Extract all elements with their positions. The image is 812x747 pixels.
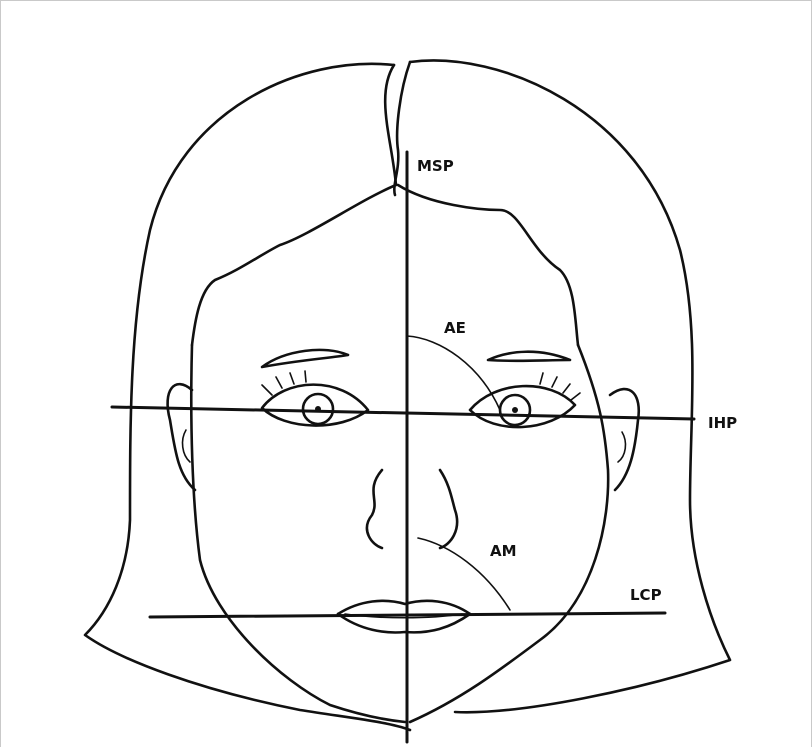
- lcp-line: [150, 613, 665, 617]
- label-msp: MSP: [417, 157, 454, 175]
- angle-arcs: [407, 336, 510, 610]
- eye-left: [262, 385, 368, 426]
- ae-arc: [407, 336, 500, 410]
- eyebrow-left: [262, 350, 348, 367]
- ear-right-inner: [618, 432, 625, 462]
- label-am: AM: [490, 542, 517, 560]
- face-outline-right: [410, 345, 608, 722]
- face: [168, 345, 639, 722]
- bangs-left: [192, 65, 396, 345]
- eye-right: [470, 386, 575, 427]
- upper-lip: [338, 601, 470, 614]
- label-ae: AE: [444, 319, 466, 337]
- label-lcp: LCP: [630, 586, 662, 604]
- face-outline-left: [191, 345, 405, 722]
- bangs-right: [398, 185, 578, 345]
- ihp-line: [112, 407, 694, 419]
- ear-left-inner: [183, 430, 190, 462]
- nose-left: [367, 470, 382, 548]
- eyes: [262, 371, 580, 427]
- nose-right: [440, 470, 457, 548]
- label-ihp: IHP: [708, 414, 737, 432]
- nose: [367, 470, 457, 548]
- hair-outline: [85, 64, 410, 730]
- eyebrow-right: [488, 352, 570, 361]
- labels: MSP AE IHP AM LCP: [417, 157, 737, 604]
- eyebrows: [262, 350, 570, 367]
- pupil-right: [512, 407, 518, 413]
- lashes-right: [540, 373, 580, 400]
